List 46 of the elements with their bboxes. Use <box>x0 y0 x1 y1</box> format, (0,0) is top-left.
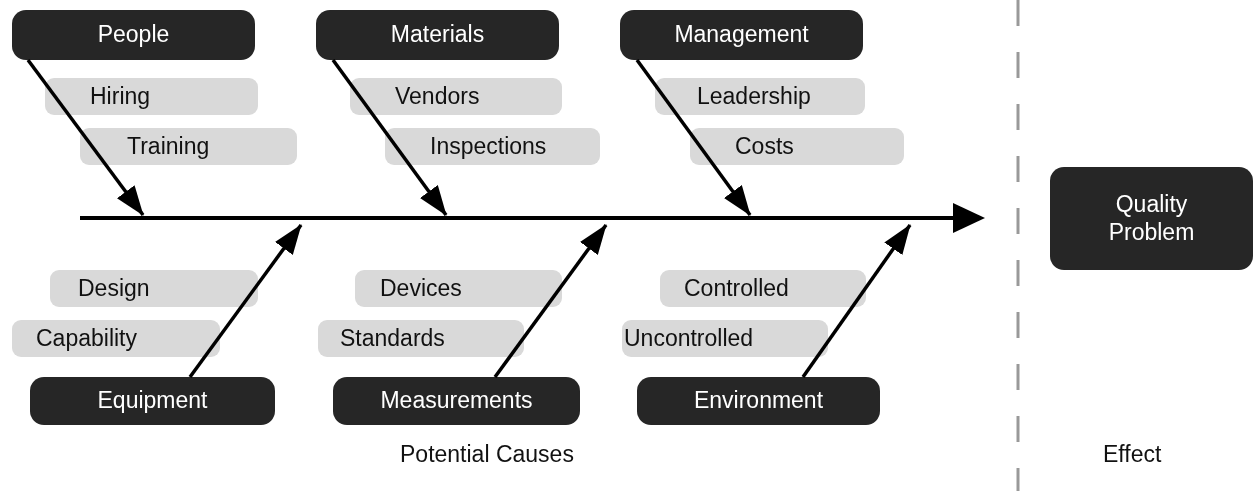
cause-box <box>622 320 828 357</box>
cause-label: Devices <box>380 274 462 303</box>
section-label: Potential Causes <box>400 441 574 468</box>
cause-box <box>318 320 524 357</box>
category-label: Environment <box>693 387 824 415</box>
cause-box <box>80 128 297 165</box>
category-box <box>333 377 580 425</box>
cause-label: Leadership <box>697 82 811 111</box>
category-label: Materials <box>390 21 485 49</box>
cause-label: Hiring <box>90 82 151 111</box>
cause-box <box>50 270 258 307</box>
cause-box <box>355 270 562 307</box>
category-box <box>316 10 559 60</box>
cause-box <box>690 128 904 165</box>
cause-label: Costs <box>735 132 794 161</box>
cause-label: Standards <box>340 324 445 353</box>
cause-label: Capability <box>36 324 137 353</box>
arrow <box>493 223 608 379</box>
arrow <box>26 58 145 217</box>
cause-box <box>660 270 866 307</box>
category-label: Management <box>674 21 809 49</box>
cause-box <box>12 320 220 357</box>
cause-box <box>350 78 562 115</box>
arrow <box>801 224 912 378</box>
section-label: Effect <box>1103 441 1162 468</box>
category-label: Equipment <box>97 387 208 415</box>
cause-box <box>655 78 865 115</box>
category-label: People <box>97 21 170 49</box>
arrow <box>635 58 752 217</box>
arrow <box>188 223 303 379</box>
effect-box <box>1050 167 1253 270</box>
category-label: Measurements <box>380 387 533 415</box>
category-box <box>12 10 255 60</box>
effect-label: Quality Problem <box>1107 190 1196 247</box>
cause-label: Inspections <box>430 132 547 161</box>
arrow <box>331 58 448 217</box>
category-box <box>620 10 863 60</box>
cause-box <box>385 128 600 165</box>
cause-label: Design <box>78 274 150 303</box>
cause-box <box>45 78 258 115</box>
category-box <box>30 377 275 425</box>
cause-label: Vendors <box>395 82 480 111</box>
cause-label: Uncontrolled <box>624 324 754 353</box>
cause-label: Training <box>127 132 210 161</box>
cause-label: Controlled <box>684 274 789 303</box>
category-box <box>637 377 880 425</box>
